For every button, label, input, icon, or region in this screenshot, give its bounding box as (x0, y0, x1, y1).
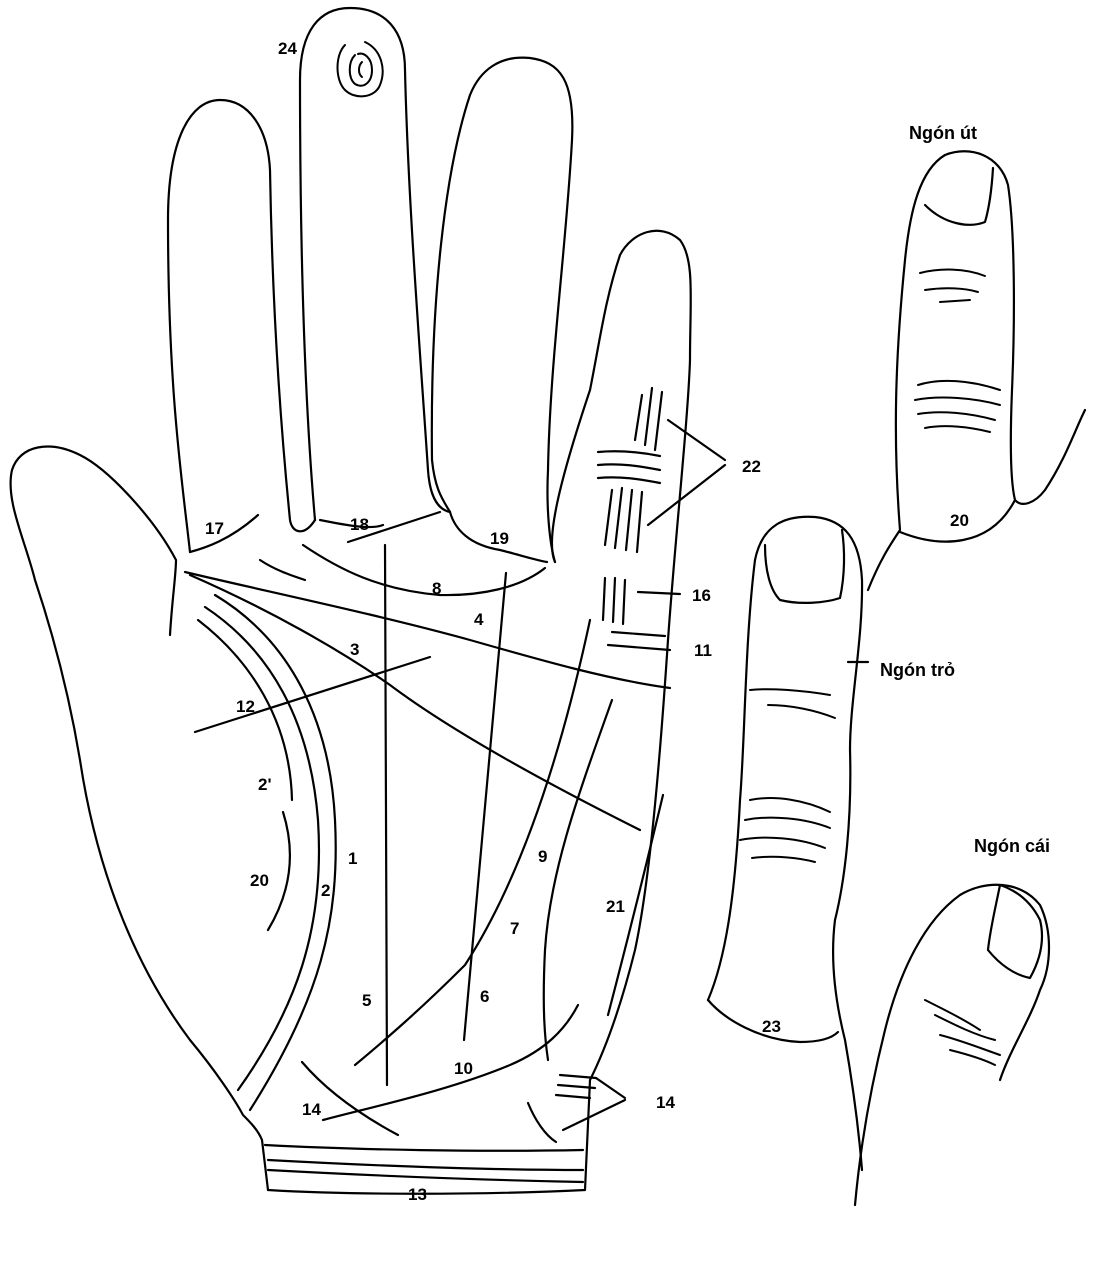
label-22: 22 (742, 457, 761, 476)
label-24: 24 (278, 39, 297, 58)
index-finger-lines (598, 388, 662, 624)
label-7: 7 (510, 919, 519, 938)
label-2: 2 (321, 881, 330, 900)
label-18: 18 (350, 515, 369, 534)
label-23: 23 (762, 1017, 781, 1036)
label-3: 3 (350, 640, 359, 659)
heart-line (185, 572, 670, 688)
little-finger-outline (168, 100, 315, 552)
label-6: 6 (480, 987, 489, 1006)
label-4: 4 (474, 610, 484, 629)
label-10: 10 (454, 1059, 473, 1078)
label-12: 12 (236, 697, 255, 716)
label-20-palm: 20 (250, 871, 269, 890)
thumb-outline (11, 447, 268, 1190)
caption-little-finger: Ngón út (909, 123, 977, 143)
palm-lines (185, 512, 670, 1182)
fingerprint-whorl (338, 42, 383, 96)
index-finger-detail (708, 517, 862, 1170)
little-finger-detail (868, 151, 1085, 590)
ring-finger-outline (300, 8, 450, 520)
label-16: 16 (692, 586, 711, 605)
label-13: 13 (408, 1185, 427, 1204)
label-11: 11 (694, 641, 712, 660)
label-9: 9 (538, 847, 547, 866)
label-14-right: 14 (656, 1093, 675, 1112)
label-19: 19 (490, 529, 509, 548)
label-8: 8 (432, 579, 441, 598)
middle-finger-outline (432, 58, 573, 562)
label-20-little: 20 (950, 511, 969, 530)
label-17: 17 (205, 519, 224, 538)
caption-index-finger: Ngón trỏ (880, 660, 955, 680)
pointer-lines (563, 420, 868, 1130)
caption-thumb: Ngón cái (974, 836, 1050, 856)
label-21: 21 (606, 897, 625, 916)
thumb-detail (855, 885, 1049, 1205)
label-14-left: 14 (302, 1100, 321, 1119)
index-finger-outline (552, 231, 691, 1190)
labels: 1 2 2' 3 4 5 6 7 8 9 10 11 12 13 14 14 1… (205, 39, 1050, 1204)
label-1: 1 (348, 849, 357, 868)
hand-outline (11, 8, 691, 1194)
label-5: 5 (362, 991, 371, 1010)
label-2-prime: 2' (258, 775, 272, 794)
